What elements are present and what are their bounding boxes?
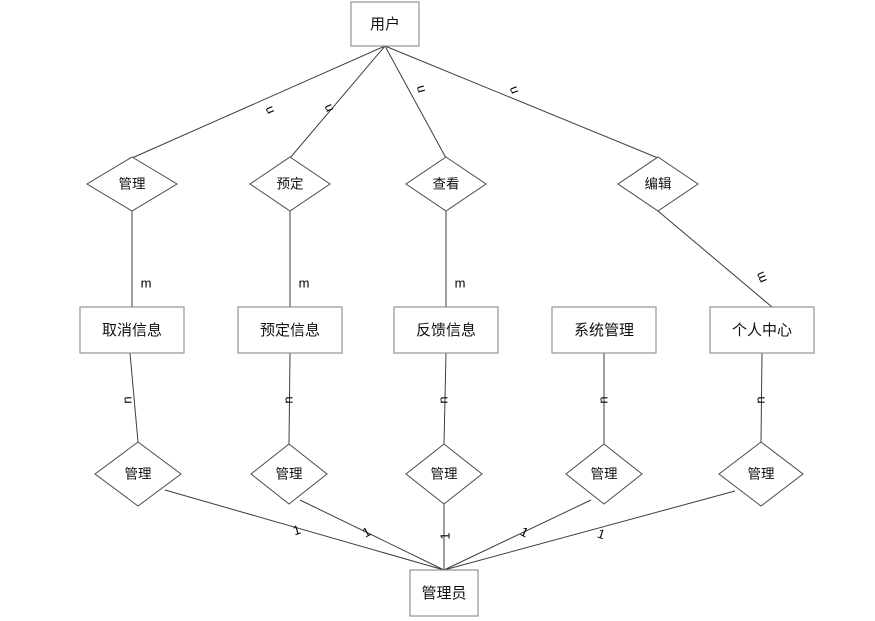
relation-manage-cancel-label: 管理 [125,467,152,482]
cardinality-user-edit: n [505,84,522,96]
entity-system-admin[interactable]: 系统管理 [551,306,657,354]
edge-feedback-info-to-manage3 [443,352,447,445]
cardinality-manage1-admin-1: 1 [291,522,303,539]
edge-manage5-to-admin [443,490,736,571]
edge-manage4-to-admin [443,499,592,571]
relation-manage-personal[interactable]: 管理 [718,441,804,507]
entity-admin-label: 管理员 [421,585,466,602]
entity-cancel-info[interactable]: 取消信息 [79,306,185,354]
relation-edit[interactable]: 编辑 [617,156,699,212]
edge-personal-center-to-manage5 [760,352,763,443]
cardinality-user-manage: n [261,104,278,116]
cardinality-edit-personal-m: m [752,270,770,286]
edge-user-to-edit [384,45,659,159]
relation-layer: 管理 预定 查看 编辑 管理 管理 [86,156,804,507]
cardinality-booking-info-m: m [299,275,310,290]
relation-manage-top-label: 管理 [119,177,146,192]
relation-view-label: 查看 [433,177,460,192]
relation-manage-booking-label: 管理 [276,467,303,482]
edge-manage1-to-admin [164,489,445,571]
edge-user-to-view [384,45,447,159]
cardinality-personal-manage-n: n [752,396,767,403]
entity-feedback-info[interactable]: 反馈信息 [393,306,499,354]
cardinality-manage-cancel-m: m [141,275,152,290]
entity-personal-center-label: 个人中心 [732,322,792,339]
cardinality-sysadmin-manage-n: n [595,396,610,403]
relation-manage-feedback-label: 管理 [431,467,458,482]
edge-user-to-manage [131,45,386,159]
entity-user-label: 用户 [370,16,400,33]
cardinality-user-booking: n [320,102,337,114]
relation-edit-label: 编辑 [645,177,672,192]
cardinality-manage3-admin-1: 1 [437,532,452,539]
relation-manage-booking[interactable]: 管理 [250,443,328,505]
entity-booking-info-label: 预定信息 [260,322,320,339]
edge-booking-info-to-manage2 [288,352,291,445]
relation-booking-label: 预定 [277,177,304,192]
entity-admin[interactable]: 管理员 [409,569,479,617]
relation-manage-top[interactable]: 管理 [86,156,178,212]
relation-manage-cancel[interactable]: 管理 [94,441,182,507]
entity-system-admin-label: 系统管理 [574,322,634,339]
relation-manage-system[interactable]: 管理 [565,443,643,505]
relation-view[interactable]: 查看 [405,156,487,212]
edge-manage2-to-admin [299,499,445,571]
edge-user-to-booking [289,45,386,159]
entity-feedback-info-label: 反馈信息 [416,322,476,339]
cardinality-view-feedback-m: m [455,275,466,290]
cardinality-user-view: n [412,84,428,95]
entity-layer: 用户 取消信息 预定信息 反馈信息 系统管理 [79,1,815,617]
cardinality-manage5-admin-1: 1 [596,526,608,543]
relation-manage-system-label: 管理 [591,467,619,482]
relation-manage-personal-label: 管理 [748,467,776,482]
cardinality-layer: n n n n m m m m n n n n n 1 1 1 1 1 [119,84,770,542]
entity-user[interactable]: 用户 [350,1,420,47]
entity-booking-info[interactable]: 预定信息 [237,306,343,354]
cardinality-manage2-admin-1: 1 [360,524,373,541]
edge-edit-to-personal-center [657,210,773,308]
cardinality-cancel-manage-n: n [119,396,134,403]
cardinality-bookinginfo-manage-n: n [280,396,295,403]
cardinality-manage4-admin-1: 1 [518,524,531,541]
entity-cancel-info-label: 取消信息 [102,322,162,339]
cardinality-feedback-manage-n: n [435,396,450,403]
edge-layer [129,45,773,571]
relation-manage-feedback[interactable]: 管理 [405,443,483,505]
relation-booking[interactable]: 预定 [249,156,331,212]
entity-personal-center[interactable]: 个人中心 [709,306,815,354]
edge-cancel-info-to-manage1 [129,352,139,443]
